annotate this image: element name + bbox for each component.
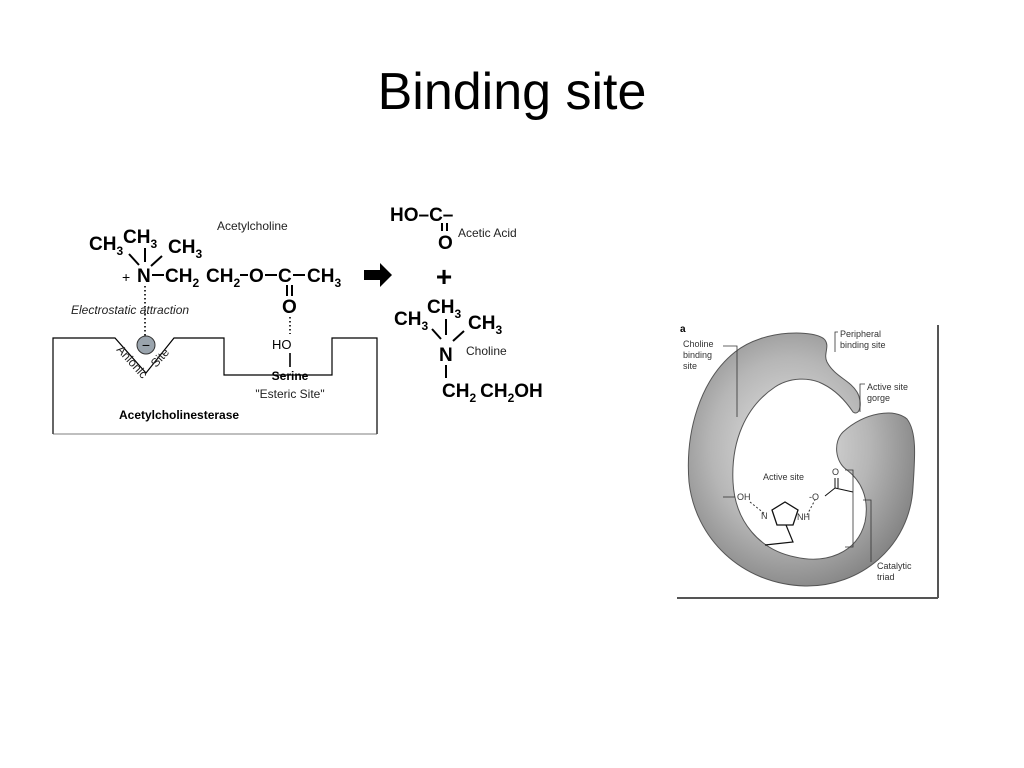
catalytic-triad-label: Catalytic triad — [877, 561, 914, 582]
electrostatic-label: Electrostatic attraction — [71, 303, 189, 317]
ho-serine: HO — [272, 337, 292, 352]
carbonyl-oxygen: O — [282, 297, 297, 318]
choline-bond-left — [431, 328, 442, 340]
ch3-acetyl: CH3 — [307, 266, 341, 290]
ch3-top: CH3 — [123, 227, 157, 251]
choline-label: Choline — [466, 344, 507, 358]
anion-minus: − — [142, 337, 150, 353]
plus-sign: + — [436, 261, 452, 292]
anionic-site-circle — [136, 335, 156, 355]
hbond-nh-o — [806, 499, 816, 516]
acetylcholine-binding-diagram: CH3 CH3 CH3 Acetylcholine + N CH2 CH2 O … — [52, 219, 378, 435]
imidazole-ring — [771, 501, 799, 526]
esteric-site-label: "Esteric Site" — [255, 387, 324, 401]
serine-label: Serine — [272, 369, 309, 383]
ch3-right: CH3 — [168, 237, 202, 261]
ester-oxygen: O — [249, 266, 264, 287]
imidazole-linker — [764, 524, 794, 546]
choline-ch3-right: CH3 — [468, 313, 502, 337]
nitrogen-atom: N — [137, 266, 151, 287]
acetic-acid-label: Acetic Acid — [458, 226, 517, 240]
plus-charge: + — [122, 269, 130, 285]
bond-n-left — [128, 253, 140, 266]
hbond-oh-n — [749, 501, 766, 515]
imidazole-nh-label: NH — [797, 512, 810, 522]
peripheral-binding-site-label: Peripheral binding site — [840, 329, 886, 350]
choline-ch3-left: CH3 — [394, 309, 428, 333]
oh-label: OH — [737, 492, 751, 502]
imidazole-n-label: N — [761, 511, 768, 521]
panel-letter: a — [680, 324, 686, 335]
active-site-gorge-label: Active site gorge — [867, 382, 911, 403]
o-minus-label: -O — [809, 492, 819, 502]
gorge-leader — [859, 383, 865, 412]
ch3-left: CH3 — [89, 234, 123, 258]
triad-bracket-1 — [845, 469, 854, 548]
acetylcholine-label: Acetylcholine — [217, 219, 288, 233]
choline-ch3-top: CH3 — [427, 297, 461, 321]
acetic-acid-ho-c: HO–C– — [390, 205, 453, 226]
triad-bracket-2 — [863, 499, 872, 562]
slide-title: Binding site — [377, 63, 647, 121]
enzyme-body — [687, 332, 916, 587]
products-diagram: HO–C– O Acetic Acid + CH3 CH3 CH3 N Chol… — [364, 205, 543, 405]
carboxyl-o-label: O — [832, 467, 839, 477]
reaction-arrow — [364, 263, 392, 287]
enzyme-label: Acetylcholinesterase — [119, 408, 239, 422]
ch2-second: CH2 — [206, 266, 240, 290]
peripheral-leader — [834, 331, 838, 352]
choline-binding-site-label: Choline binding site — [683, 339, 716, 371]
choline-bond-right — [452, 330, 465, 342]
acetic-oxygen: O — [438, 233, 453, 254]
choline-binding-leader — [723, 345, 738, 417]
active-site-label: Active site — [763, 472, 804, 482]
bond-n-right — [150, 255, 163, 267]
carboxylate — [824, 478, 854, 497]
enzyme-outline — [52, 337, 378, 434]
choline-nitrogen: N — [439, 345, 453, 366]
carbonyl-carbon: C — [278, 266, 292, 287]
enzyme-gorge-figure: a Choline binding site Peripheral bindin… — [675, 322, 939, 599]
ch2-first: CH2 — [165, 266, 199, 290]
